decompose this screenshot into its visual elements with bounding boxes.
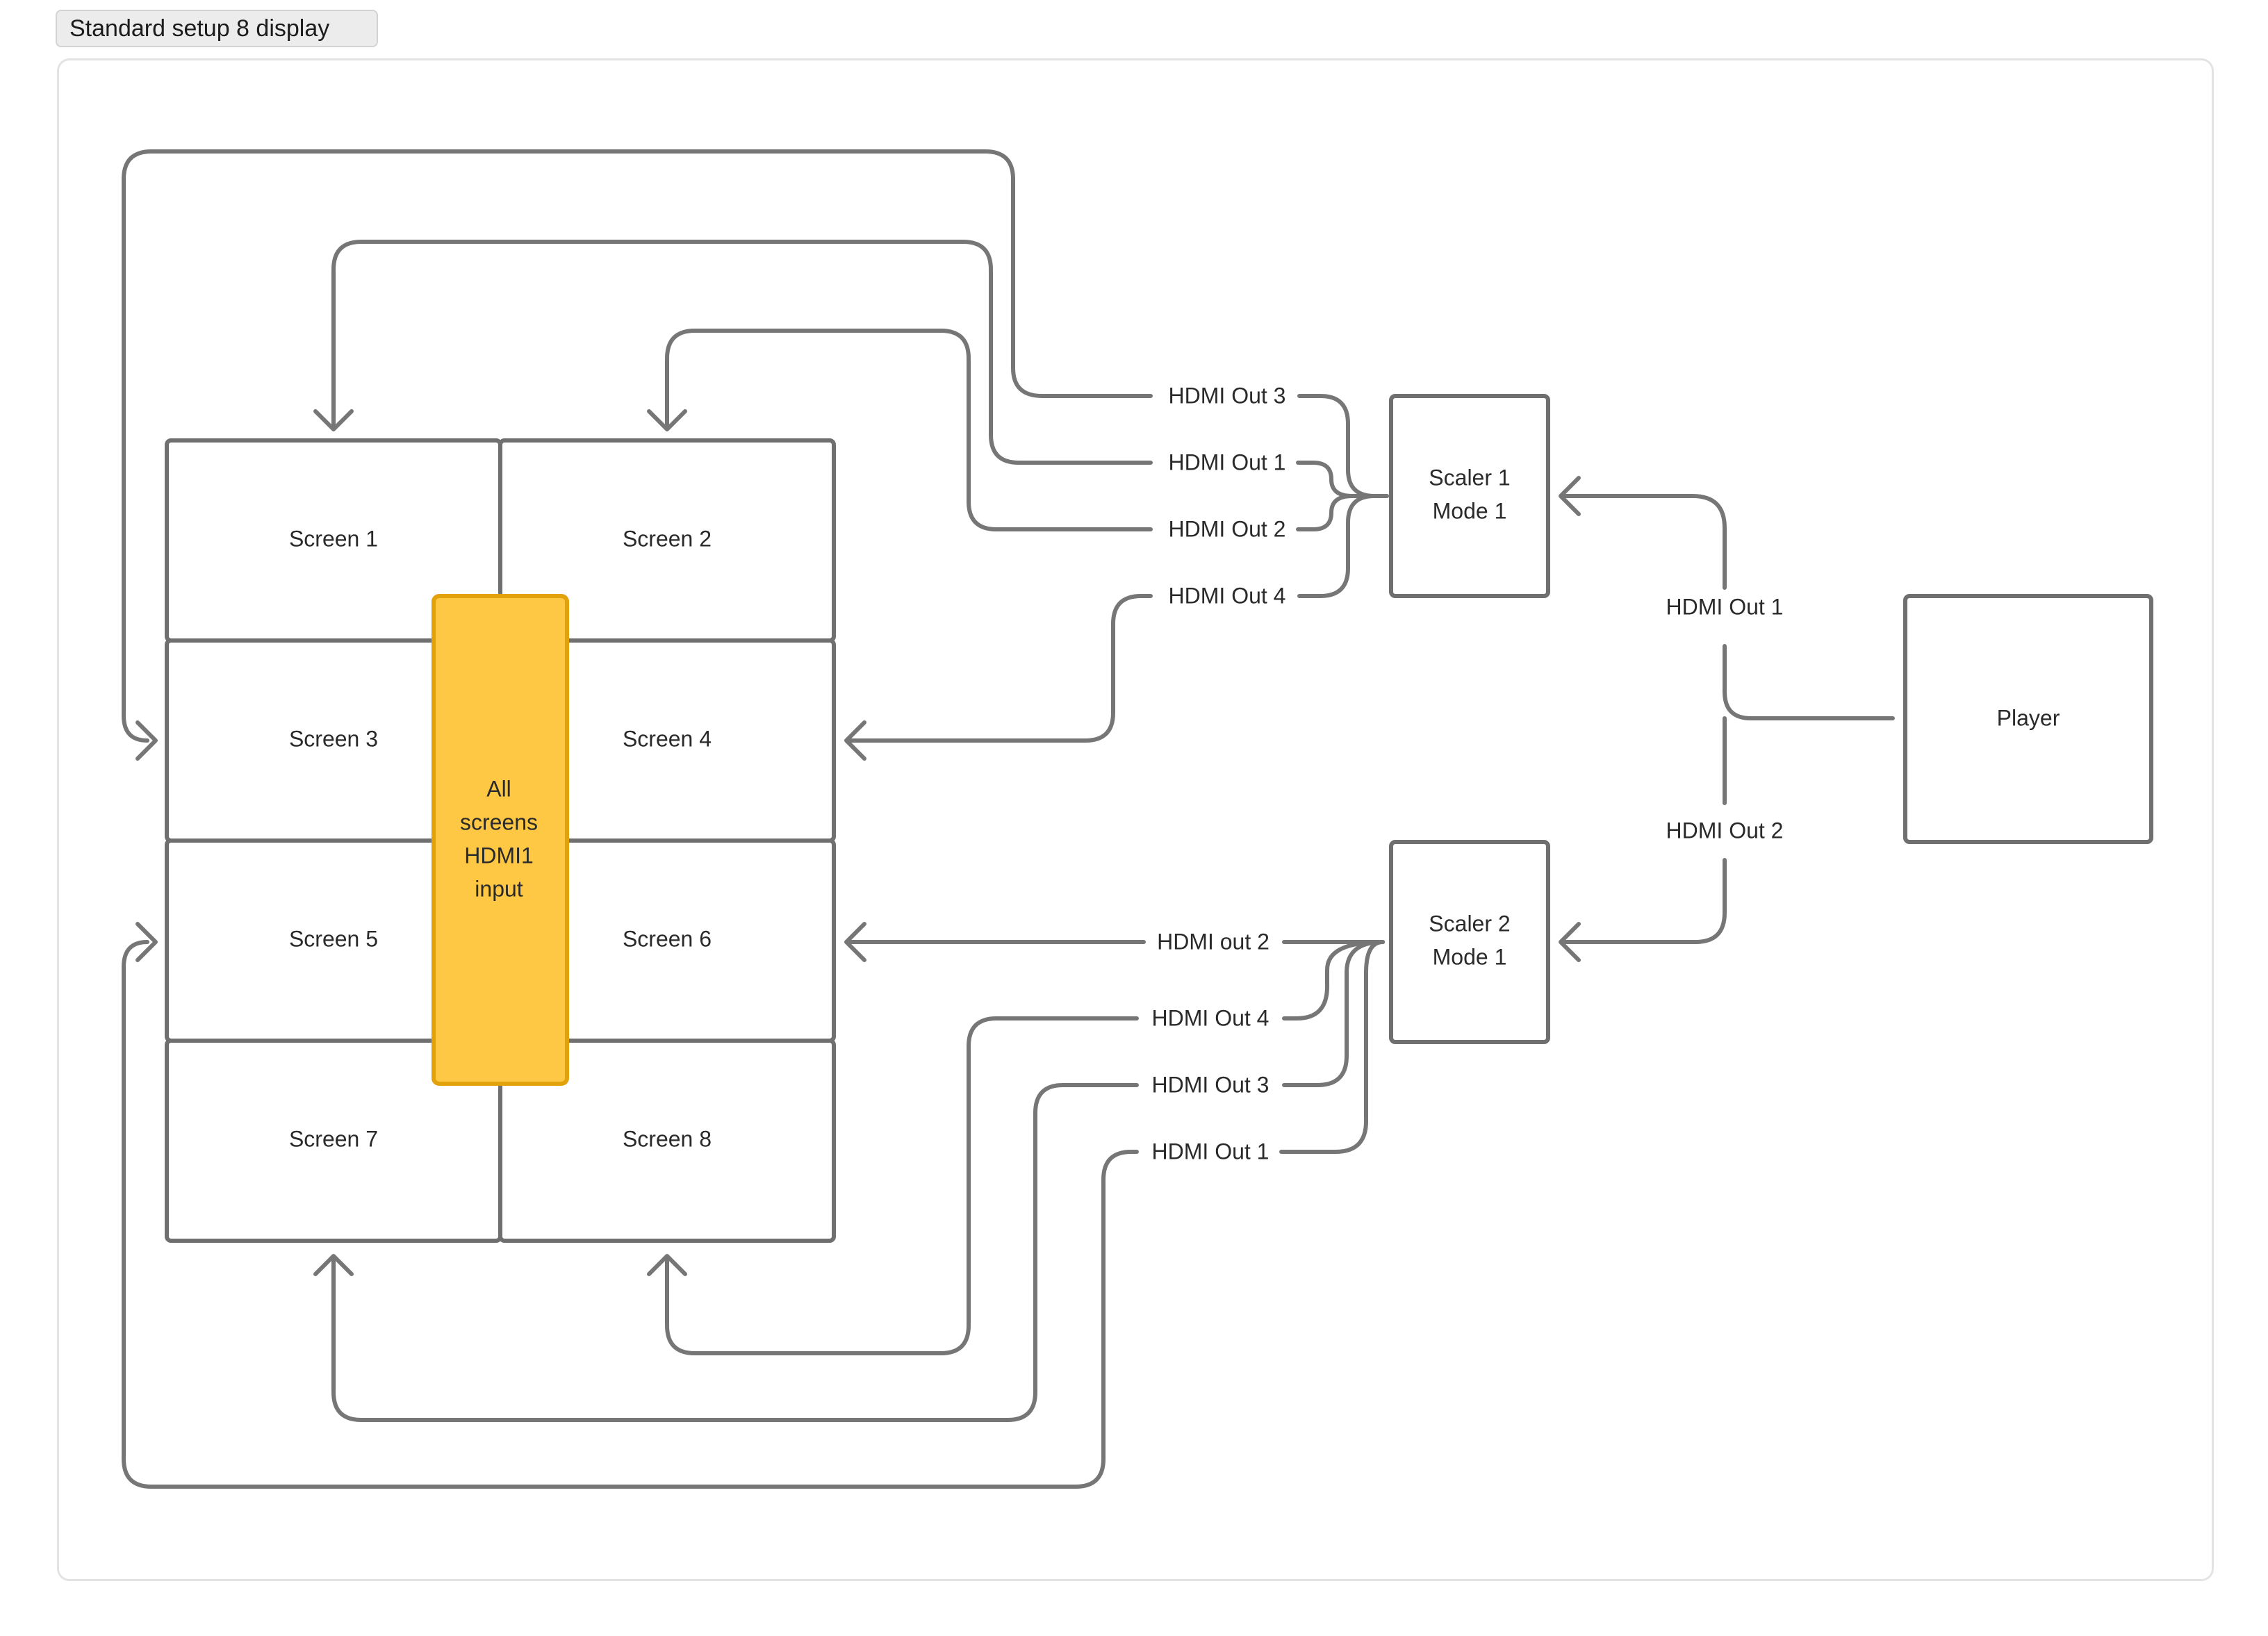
player-label-out1: HDMI Out 1 <box>1666 594 1784 619</box>
connection-labels: HDMI Out 3 HDMI Out 1 HDMI Out 2 HDMI Ou… <box>1152 383 1784 1164</box>
player-label-out2: HDMI Out 2 <box>1666 818 1784 843</box>
arrowhead-screen4 <box>844 720 866 761</box>
arrowhead-screen6 <box>844 922 866 962</box>
arrowhead-screen3 <box>135 720 158 761</box>
arrowhead-screen2 <box>647 409 687 431</box>
wire-s1-out2-screen2 <box>665 329 1153 531</box>
connectors <box>122 149 1895 1489</box>
s2-label-out2: HDMI out 2 <box>1157 929 1269 954</box>
s2-label-out4: HDMI Out 4 <box>1152 1005 1269 1030</box>
scaler-2[interactable]: Scaler 2 Mode 1 <box>1389 840 1550 1044</box>
screen-4-label: Screen 4 <box>623 726 712 751</box>
arrowheads <box>135 409 1581 1276</box>
wire-player-trunk <box>1722 644 1895 805</box>
wire-s2-fan-out4 <box>1282 940 1385 1021</box>
wire-s1-fan-out3 <box>1297 394 1389 498</box>
highlight-line-2: screens <box>460 809 538 834</box>
wire-s1-fan-out1 <box>1296 461 1385 498</box>
screen-6[interactable]: Screen 6 <box>498 838 836 1043</box>
arrowhead-scaler2 <box>1559 922 1581 962</box>
frame-title[interactable]: Standard setup 8 display <box>56 10 378 47</box>
player-label: Player <box>1997 705 2060 730</box>
wire-s1-fan-out4 <box>1297 494 1389 598</box>
wire-s2-out4-screen8 <box>665 1016 1139 1355</box>
screen-7-label: Screen 7 <box>289 1126 378 1151</box>
screen-1-label: Screen 1 <box>289 526 378 551</box>
screen-8[interactable]: Screen 8 <box>498 1039 836 1243</box>
scaler-2-name: Scaler 2 <box>1429 911 1510 936</box>
screen-2-label: Screen 2 <box>623 526 712 551</box>
wire-s1-out1-screen1 <box>331 240 1153 465</box>
arrowhead-screen7 <box>313 1254 354 1276</box>
scaler-1[interactable]: Scaler 1 Mode 1 <box>1389 394 1550 598</box>
s1-label-out3: HDMI Out 3 <box>1169 383 1286 408</box>
s2-label-out1: HDMI Out 1 <box>1152 1139 1269 1164</box>
s1-label-out1: HDMI Out 1 <box>1169 449 1286 474</box>
arrowhead-screen8 <box>647 1254 687 1276</box>
wire-s1-fan-out2 <box>1296 494 1385 531</box>
wire-player-to-scaler1 <box>1561 494 1727 590</box>
arrowhead-scaler1 <box>1559 476 1581 516</box>
s1-label-out4: HDMI Out 4 <box>1169 583 1286 608</box>
arrowhead-screen1 <box>313 409 354 431</box>
wire-s2-fan-out3 <box>1282 940 1385 1087</box>
screen-5-label: Screen 5 <box>289 926 378 951</box>
scaler-1-mode: Mode 1 <box>1433 498 1507 523</box>
s2-label-out3: HDMI Out 3 <box>1152 1072 1269 1097</box>
diagram-frame <box>57 58 2214 1581</box>
wire-player-to-scaler2 <box>1561 858 1727 944</box>
wire-s2-fan-out1 <box>1279 940 1385 1154</box>
wire-s2-out1-screen5 <box>122 940 1139 1489</box>
scaler-2-mode: Mode 1 <box>1433 944 1507 969</box>
hdmi1-input-highlight[interactable]: All screens HDMI1 input <box>432 594 569 1086</box>
screen-3-label: Screen 3 <box>289 726 378 751</box>
wire-s1-out3-screen3 <box>122 149 1153 743</box>
highlight-line-4: input <box>475 876 523 901</box>
highlight-line-3: HDMI1 <box>464 843 534 868</box>
video-wall: Screen 1 Screen 2 Screen 3 Screen 4 Scre… <box>165 438 836 1243</box>
screen-6-label: Screen 6 <box>623 926 712 951</box>
player[interactable]: Player <box>1903 594 2153 844</box>
wire-s2-out3-screen7 <box>331 1083 1139 1422</box>
scaler-1-name: Scaler 1 <box>1429 465 1510 490</box>
screen-8-label: Screen 8 <box>623 1126 712 1151</box>
arrowhead-screen5 <box>135 922 158 962</box>
s1-label-out2: HDMI Out 2 <box>1169 516 1286 541</box>
highlight-line-1: All <box>486 776 511 801</box>
wire-s1-out4-screen4 <box>848 594 1153 743</box>
